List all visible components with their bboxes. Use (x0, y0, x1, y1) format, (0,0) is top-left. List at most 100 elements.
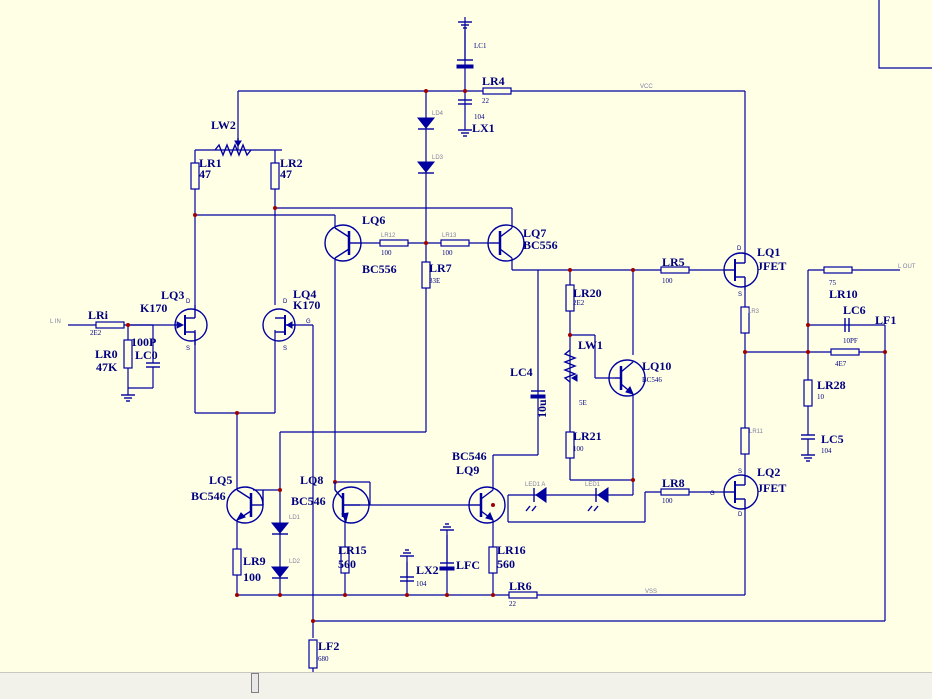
resistor-lf2 (308, 639, 318, 669)
label-lq1-type: JFET (757, 259, 786, 273)
label-lr15-value: 560 (338, 557, 356, 571)
label-104-top: 104 (474, 113, 485, 121)
capacitors (146, 30, 850, 582)
label-lq8: LQ8 (300, 473, 323, 487)
label-lc4-value: 10u (535, 399, 549, 418)
label-lq8-type: BC546 (291, 494, 326, 508)
label-lx2-value: 104 (416, 580, 427, 588)
label-lr21: LR21 (573, 429, 602, 443)
scrollbar-thumb[interactable] (251, 673, 259, 693)
resistor-lr3 (740, 306, 750, 334)
label-lr4: LR4 (482, 74, 505, 88)
capacitor-lc0 (146, 362, 160, 368)
potentiometer-lw2 (214, 143, 252, 157)
label-lr0: LR0 (95, 347, 118, 361)
label-lr1: LR1 (199, 156, 222, 170)
diode-ld3 (416, 161, 436, 174)
label-lw1: LW1 (578, 338, 603, 352)
led-led1 (587, 487, 609, 512)
label-lr12-value: 100 (381, 249, 392, 257)
label-lx1: LX1 (472, 121, 495, 135)
label-vcc: VCC (640, 84, 653, 90)
label-lr0-value: 47K (96, 360, 118, 374)
label-lr16: LR16 (497, 543, 526, 557)
label-lr5: LR5 (662, 255, 685, 269)
pin-s-lq2: S (738, 469, 742, 475)
pin-d-lq2: D (738, 512, 743, 518)
label-lr11: LR11 (749, 429, 764, 435)
label-lc5: LC5 (821, 432, 844, 446)
label-lq10: LQ10 (642, 359, 671, 373)
pin-d-lq4: D (283, 299, 288, 305)
label-lq5: LQ5 (209, 473, 232, 487)
label-ld1: LD1 (289, 515, 301, 521)
label-ld3: LD3 (432, 155, 444, 161)
capacitor-104-top (458, 99, 472, 105)
label-lr15: LR15 (338, 543, 367, 557)
resistor-lr20 (565, 284, 575, 312)
label-lq3-type: K170 (140, 301, 167, 315)
label-lr16-value: 560 (497, 557, 515, 571)
label-lr2-value: 47 (280, 167, 292, 181)
label-lfc: LFC (456, 558, 480, 572)
label-lr28-value: 10 (817, 393, 825, 401)
resistor-lr8 (660, 488, 690, 496)
label-led1: LED1 (585, 482, 601, 488)
transistor-lq3 (174, 305, 208, 345)
label-lq4-type: K170 (293, 298, 320, 312)
label-lc6-value: 10PF (843, 337, 858, 345)
diode-ld4 (416, 117, 436, 130)
label-vss: VSS (645, 589, 657, 595)
resistor-lr6 (508, 591, 538, 599)
resistor-lr28 (803, 379, 813, 407)
label-lr9: LR9 (243, 554, 266, 568)
transistors (174, 224, 759, 524)
sheet-border (878, 0, 932, 69)
resistors (95, 87, 860, 669)
label-lc5-value: 104 (821, 447, 832, 455)
resistor-lr13 (440, 239, 470, 247)
label-lc4: LC4 (510, 365, 533, 379)
ground-input (121, 394, 135, 402)
label-lr10: LR10 (829, 287, 858, 301)
ground-lfc (440, 523, 454, 563)
ground-lc5 (801, 454, 815, 462)
label-lf1: LF1 (875, 313, 896, 327)
pin-s-lq1: S (738, 292, 742, 298)
resistor-lr16 (488, 546, 498, 574)
resistor-lr4 (482, 87, 512, 95)
label-lq1: LQ1 (757, 245, 780, 259)
label-lf2: LF2 (318, 639, 339, 653)
horizontal-scrollbar[interactable] (0, 672, 932, 699)
potentiometers (214, 138, 578, 383)
label-lq5-type: BC546 (191, 489, 226, 503)
label-lf1-value: 4E7 (835, 360, 847, 368)
resistor-lri (95, 321, 125, 329)
transistor-lq2 (723, 474, 759, 510)
label-lr13-value: 100 (442, 249, 453, 257)
ground-lx2 (400, 549, 414, 577)
pin-d-lq1: D (737, 246, 742, 252)
label-lr6: LR6 (509, 579, 532, 593)
label-lq3: LQ3 (161, 288, 184, 302)
capacitor-lc4 (530, 390, 546, 399)
resistor-lr7 (421, 261, 431, 289)
transistor-lq6 (324, 224, 362, 262)
ground-lx1 (458, 129, 472, 137)
label-lr28: LR28 (817, 378, 846, 392)
capacitor-lc1 (456, 30, 474, 69)
label-100p: 100P (131, 335, 156, 349)
label-lq7: LQ7 (523, 226, 546, 240)
potentiometer-lw1 (563, 349, 577, 383)
label-lr5-value: 100 (662, 277, 673, 285)
resistor-lr12 (379, 239, 409, 247)
label-lx2: LX2 (416, 563, 439, 577)
pin-g-lq4: G (306, 319, 311, 325)
transistor-lq9 (468, 486, 506, 524)
label-lri-value: 2E2 (90, 329, 102, 337)
label-lq2: LQ2 (757, 465, 780, 479)
label-lr12: LR12 (381, 233, 396, 239)
resistor-lr1 (190, 162, 200, 190)
transistor-lq10 (608, 359, 646, 397)
